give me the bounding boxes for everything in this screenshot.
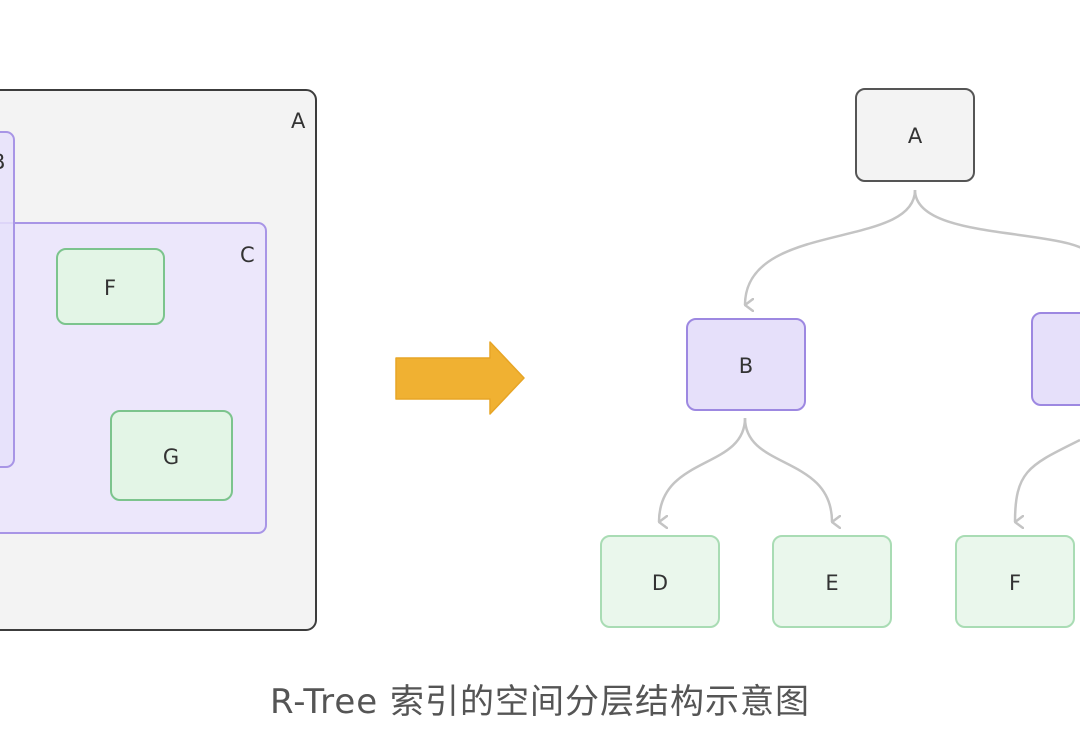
tree-node-b — [686, 318, 806, 411]
tree-node-e-label: E — [825, 571, 838, 595]
tree-node-a-label: A — [908, 124, 923, 148]
tree-node-e — [772, 535, 892, 628]
region-g — [110, 410, 233, 501]
edge-root-b — [743, 189, 917, 305]
tree-node-a — [855, 88, 975, 182]
tree-node-f-label: F — [1009, 571, 1021, 595]
tree-node-f — [955, 535, 1075, 628]
tree-view: A B D E F — [600, 88, 1080, 628]
edge-b-e — [743, 417, 832, 522]
tree-node-d — [600, 535, 720, 628]
tree-node-c — [1031, 312, 1080, 406]
region-f-label: F — [104, 276, 116, 300]
tree-node-b-label: B — [739, 354, 753, 378]
transform-arrow-icon — [395, 341, 525, 415]
region-b — [0, 131, 15, 468]
tree-node-d-label: D — [652, 571, 668, 595]
region-g-label: G — [163, 445, 179, 469]
region-b-label: B — [0, 150, 5, 174]
spatial-view: A C B F G — [0, 89, 317, 631]
diagram-caption: R-Tree 索引的空间分层结构示意图 — [269, 682, 811, 722]
edge-c-f — [1013, 438, 1080, 522]
region-c-label: C — [240, 243, 255, 267]
edge-b-d — [657, 417, 747, 522]
region-a-label: A — [291, 109, 306, 133]
region-f — [56, 248, 165, 325]
edge-root-c — [913, 189, 1080, 249]
